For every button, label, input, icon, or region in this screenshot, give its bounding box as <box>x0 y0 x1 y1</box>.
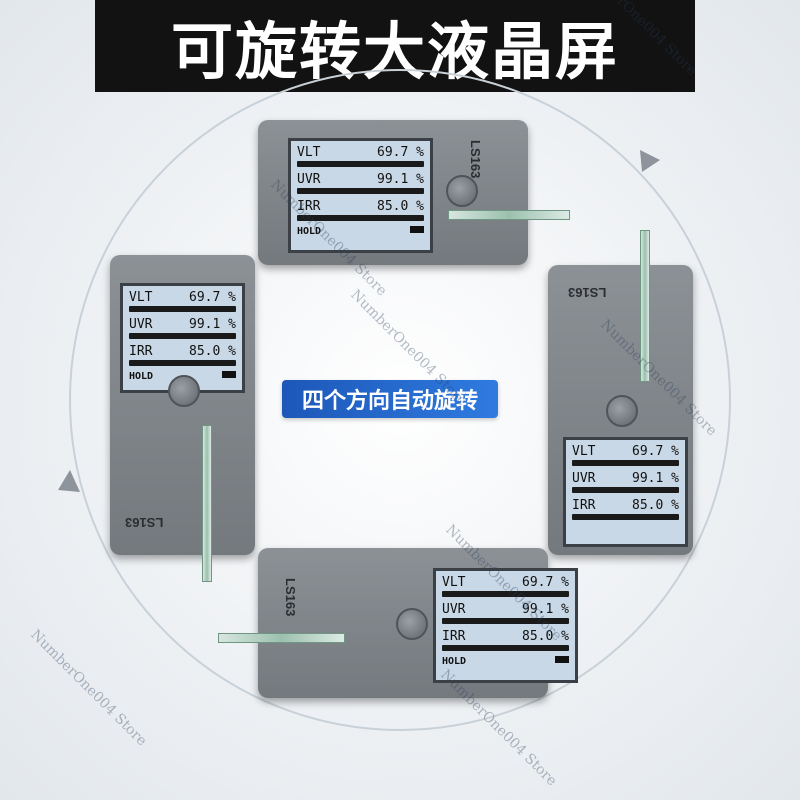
reading-bar <box>572 514 679 520</box>
reading-value: 69.7 <box>522 575 554 590</box>
reading-bar <box>572 487 679 493</box>
reading-label: UVR <box>297 172 321 187</box>
reading-unit: % <box>561 629 569 644</box>
glass-sample <box>202 425 212 582</box>
battery-icon <box>410 226 424 233</box>
device-left: VLT 69.7 % UVR 99.1 % IRR 85.0 % HOLD LS163 <box>110 255 255 582</box>
reading-value: 99.1 <box>632 471 664 486</box>
reading-label: UVR <box>572 471 596 486</box>
reading-unit: % <box>561 575 569 590</box>
reading-value: 69.7 <box>189 290 221 305</box>
power-button[interactable] <box>606 395 638 427</box>
reading-value: 69.7 <box>632 444 664 459</box>
lcd-screen: VLT 69.7 % UVR 99.1 % IRR 85.0 % HOLD <box>433 568 578 683</box>
power-button[interactable] <box>446 175 478 207</box>
model-label: LS163 <box>468 140 483 179</box>
glass-sample <box>218 633 345 643</box>
reading-label: IRR <box>129 344 153 359</box>
battery-icon <box>222 371 236 378</box>
reading-bar <box>129 333 236 339</box>
battery-icon <box>555 656 569 663</box>
reading-bar <box>442 618 569 624</box>
reading-value: 69.7 <box>377 145 409 160</box>
reading-unit: % <box>416 199 424 214</box>
reading-label: UVR <box>442 602 466 617</box>
reading-bar <box>442 591 569 597</box>
model-label: LS163 <box>283 578 298 617</box>
reading-label: IRR <box>572 498 596 513</box>
reading-bar <box>297 188 424 194</box>
model-label: LS163 <box>125 515 164 530</box>
reading-bar <box>297 215 424 221</box>
arrow-icon <box>640 150 660 172</box>
glass-sample <box>448 210 570 220</box>
reading-unit: % <box>228 290 236 305</box>
banner-title: 可旋转大液晶屏 <box>170 15 619 88</box>
device-top: VLT 69.7 % UVR 99.1 % IRR 85.0 % HOLD LS163 <box>258 120 570 265</box>
reading-unit: % <box>416 172 424 187</box>
rotation-label: 四个方向自动旋转 <box>282 380 498 418</box>
glass-sample <box>640 230 650 382</box>
reading-label: VLT <box>297 145 321 160</box>
reading-label: IRR <box>297 199 321 214</box>
reading-bar <box>572 460 679 466</box>
reading-unit: % <box>671 444 679 459</box>
reading-value: 85.0 <box>632 498 664 513</box>
reading-value: 85.0 <box>377 199 409 214</box>
hold-label: HOLD <box>297 226 322 237</box>
reading-value: 85.0 <box>189 344 221 359</box>
reading-bar <box>129 360 236 366</box>
reading-unit: % <box>671 471 679 486</box>
reading-unit: % <box>561 602 569 617</box>
lcd-screen: VLT 69.7 % UVR 99.1 % IRR 85.0 % HOLD <box>288 138 433 253</box>
model-label: LS163 <box>568 285 607 300</box>
reading-label: UVR <box>129 317 153 332</box>
power-button[interactable] <box>396 608 428 640</box>
reading-value: 85.0 <box>522 629 554 644</box>
hold-label: HOLD <box>442 656 467 667</box>
power-button[interactable] <box>168 375 200 407</box>
reading-value: 99.1 <box>189 317 221 332</box>
banner: 可旋转大液晶屏 <box>95 0 695 92</box>
reading-label: VLT <box>442 575 466 590</box>
reading-bar <box>442 645 569 651</box>
reading-unit: % <box>228 344 236 359</box>
reading-unit: % <box>416 145 424 160</box>
reading-label: VLT <box>129 290 153 305</box>
rotation-label-text: 四个方向自动旋转 <box>301 389 478 414</box>
reading-unit: % <box>671 498 679 513</box>
device-right: VLT 69.7 % UVR 99.1 % IRR 85.0 % LS163 <box>548 230 693 555</box>
lcd-screen: VLT 69.7 % UVR 99.1 % IRR 85.0 % HOLD <box>120 283 245 393</box>
arrow-icon <box>58 470 80 492</box>
reading-value: 99.1 <box>522 602 554 617</box>
reading-value: 99.1 <box>377 172 409 187</box>
reading-bar <box>129 306 236 312</box>
reading-label: VLT <box>572 444 596 459</box>
reading-bar <box>297 161 424 167</box>
reading-label: IRR <box>442 629 466 644</box>
reading-unit: % <box>228 317 236 332</box>
device-bottom: VLT 69.7 % UVR 99.1 % IRR 85.0 % HOLD LS163 <box>218 548 578 698</box>
lcd-screen: VLT 69.7 % UVR 99.1 % IRR 85.0 % <box>563 437 688 547</box>
hold-label: HOLD <box>129 371 154 382</box>
